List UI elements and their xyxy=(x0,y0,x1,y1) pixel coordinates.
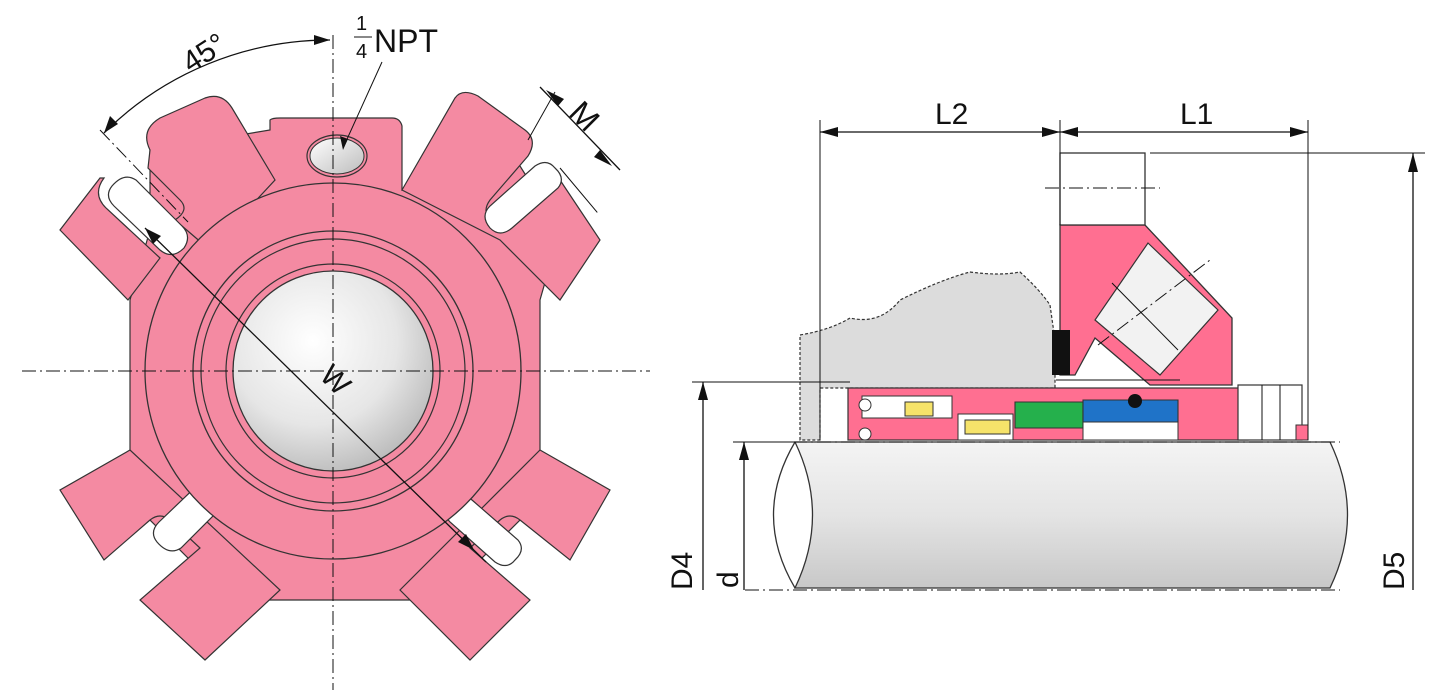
seal-section-view: L2 L1 D4 d D5 xyxy=(666,98,1425,591)
l2-label: L2 xyxy=(935,98,968,131)
arrowhead xyxy=(594,150,612,166)
npt-fraction-numerator: 1 xyxy=(356,13,367,35)
angled-port xyxy=(1094,242,1219,376)
arrowhead xyxy=(340,136,348,150)
l1-label: L1 xyxy=(1180,98,1213,131)
arrowhead xyxy=(546,90,564,106)
arrowhead xyxy=(1290,127,1308,137)
w-dimension-line xyxy=(144,227,487,563)
d-label: d xyxy=(712,571,745,588)
npt-label: NPT xyxy=(374,23,438,59)
slot-upper-right xyxy=(484,161,562,234)
arrowhead xyxy=(104,116,118,133)
gasket xyxy=(1052,330,1070,375)
d5-label: D5 xyxy=(1378,552,1411,590)
arrowhead xyxy=(145,228,161,244)
face-clearance xyxy=(1082,421,1179,441)
m-extension-a xyxy=(527,91,556,141)
arrowhead xyxy=(1060,127,1078,137)
arrowhead xyxy=(698,382,708,400)
arrowhead xyxy=(458,534,474,550)
spring xyxy=(904,401,934,417)
lug-centerline xyxy=(99,129,189,223)
arrowhead xyxy=(314,35,330,45)
arrowhead xyxy=(739,442,749,460)
gland-top xyxy=(1059,152,1146,226)
collar-step xyxy=(1295,424,1309,441)
npt-port-hole xyxy=(309,137,365,175)
rotating-face xyxy=(1014,401,1084,429)
port-line xyxy=(1111,282,1179,351)
angle-label: 45° xyxy=(176,27,232,79)
o-ring xyxy=(1128,394,1142,408)
arrowhead xyxy=(1042,127,1060,137)
shaft xyxy=(793,441,1349,589)
m-label: M xyxy=(562,94,606,138)
flange-front-view: 45° 1 4 NPT M W xyxy=(22,13,650,690)
shaft-end xyxy=(772,441,796,589)
stuffing-box xyxy=(799,271,1056,441)
npt-fraction-denominator: 4 xyxy=(356,41,367,63)
angle-arc xyxy=(103,39,331,134)
arrowhead xyxy=(1408,153,1418,172)
slot-upper-left xyxy=(107,176,189,256)
m-dimension-line xyxy=(539,86,621,171)
m-extension-b xyxy=(559,167,598,213)
sleeve-end xyxy=(1237,384,1303,441)
arrowhead xyxy=(820,127,838,137)
d4-label: D4 xyxy=(666,552,699,590)
set-screw xyxy=(858,398,872,412)
set-screw xyxy=(858,427,872,441)
drive-screw xyxy=(964,419,1011,435)
npt-leader xyxy=(342,61,383,149)
